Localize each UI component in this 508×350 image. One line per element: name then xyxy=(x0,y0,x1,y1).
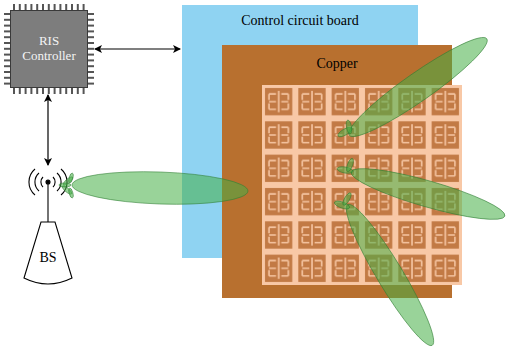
unit-cells xyxy=(262,85,462,285)
chip-pin xyxy=(83,88,85,94)
chip-pin xyxy=(88,83,94,85)
side-lobe xyxy=(68,173,74,184)
antenna-icon xyxy=(18,166,78,292)
side-lobe xyxy=(337,166,354,175)
chip-pin xyxy=(88,77,94,79)
side-lobe xyxy=(59,183,71,187)
side-lobe xyxy=(341,192,352,207)
chip-pin xyxy=(65,88,67,94)
chip-pin xyxy=(19,88,21,94)
node-label: Control circuit board xyxy=(182,13,418,29)
chip-pin xyxy=(88,42,94,44)
chip-pin xyxy=(88,13,94,15)
chip-pin xyxy=(48,88,50,94)
side-lobe xyxy=(61,185,73,196)
control-link xyxy=(95,48,180,49)
side-lobe xyxy=(333,199,350,210)
node-label: BS xyxy=(18,250,78,266)
chip-pin xyxy=(88,48,94,50)
ris-beam xyxy=(348,159,508,228)
node-label: RIS Controller xyxy=(15,34,83,64)
chip-pin xyxy=(88,36,94,38)
chip-pin xyxy=(88,59,94,61)
chip-pin xyxy=(13,88,15,94)
side-lobe xyxy=(62,176,74,187)
chip-pin xyxy=(59,88,61,94)
ris-beam xyxy=(337,198,444,350)
chip-pin xyxy=(25,88,27,94)
side-lobe xyxy=(345,158,354,173)
side-lobe xyxy=(68,188,74,199)
controller-chip: RIS Controller xyxy=(10,10,88,88)
chip-pin xyxy=(88,25,94,27)
surface-panel xyxy=(262,85,462,285)
node-label: Copper xyxy=(222,56,452,72)
chip-pin xyxy=(88,71,94,73)
chip-pin xyxy=(88,19,94,21)
chip-pin xyxy=(30,88,32,94)
base-station: BS xyxy=(18,166,78,292)
side-lobe xyxy=(337,125,354,138)
ris-beam xyxy=(341,27,495,146)
chip-pin xyxy=(88,30,94,32)
chip-pin xyxy=(54,88,56,94)
side-lobe xyxy=(345,120,352,135)
chip-pin xyxy=(88,54,94,56)
bs-beam xyxy=(71,169,248,207)
chip-pin xyxy=(77,88,79,94)
chip-pin xyxy=(42,88,44,94)
control-link xyxy=(47,95,48,165)
chip-pin xyxy=(88,65,94,67)
chip-pin xyxy=(71,88,73,94)
chip-pin xyxy=(36,88,38,94)
